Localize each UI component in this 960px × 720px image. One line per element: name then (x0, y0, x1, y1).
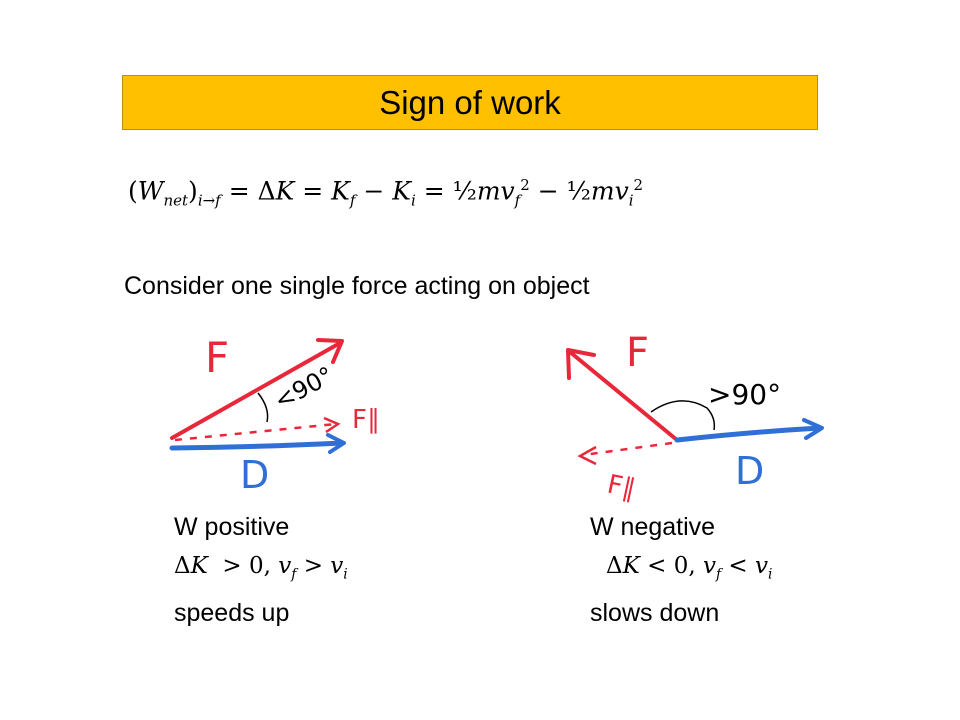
left-case: W positive ΔK > 0, vf > vi speeds up (174, 508, 348, 632)
left-sketch: F <90° F∥ D (169, 333, 380, 497)
title-banner: Sign of work (122, 75, 818, 130)
right-case-title: W negative (590, 513, 716, 541)
right-case: W negative ΔK < 0, vf < vi slows down (590, 508, 772, 632)
right-parallel-component (582, 441, 673, 457)
right-sketch: F >90° F∥ D (566, 330, 824, 505)
right-case-math: ΔK < 0, vf < vi (606, 553, 773, 583)
left-force-arrow (170, 341, 342, 440)
left-case-effect: speeds up (174, 598, 290, 627)
subtitle-text: Consider one single force acting on obje… (124, 272, 590, 300)
left-displacement-arrow (169, 440, 345, 451)
page-title: Sign of work (379, 83, 561, 121)
right-displacement-arrowhead (802, 418, 824, 440)
right-parallel-label: F∥ (605, 470, 639, 505)
left-force-label: F (205, 333, 229, 382)
left-displacement-arrowhead (326, 433, 346, 454)
right-displacement-arrow (674, 425, 823, 443)
left-force-arrowhead (316, 338, 344, 364)
left-angle-arc (257, 392, 269, 423)
right-displacement-label: D (735, 449, 764, 493)
right-parallel-arrowhead (577, 445, 597, 466)
left-angle-label: <90° (270, 361, 338, 415)
right-force-label: F (626, 330, 649, 376)
left-parallel-label: F∥ (352, 405, 380, 435)
right-angle-arc (650, 400, 716, 431)
right-angle-label: >90° (708, 378, 781, 411)
left-displacement-label: D (240, 453, 269, 497)
left-case-title: W positive (174, 513, 290, 541)
left-case-math: ΔK > 0, vf > vi (174, 553, 348, 583)
right-case-effect: slows down (590, 598, 720, 627)
right-force-arrow (568, 350, 679, 442)
left-parallel-arrowhead (323, 416, 341, 434)
right-force-arrowhead (566, 348, 596, 380)
work-energy-equation: (Wnet)i→f = ΔK = Kf − Ki = ½mvf2 − ½mvi2 (128, 176, 644, 210)
left-parallel-component (174, 422, 337, 442)
